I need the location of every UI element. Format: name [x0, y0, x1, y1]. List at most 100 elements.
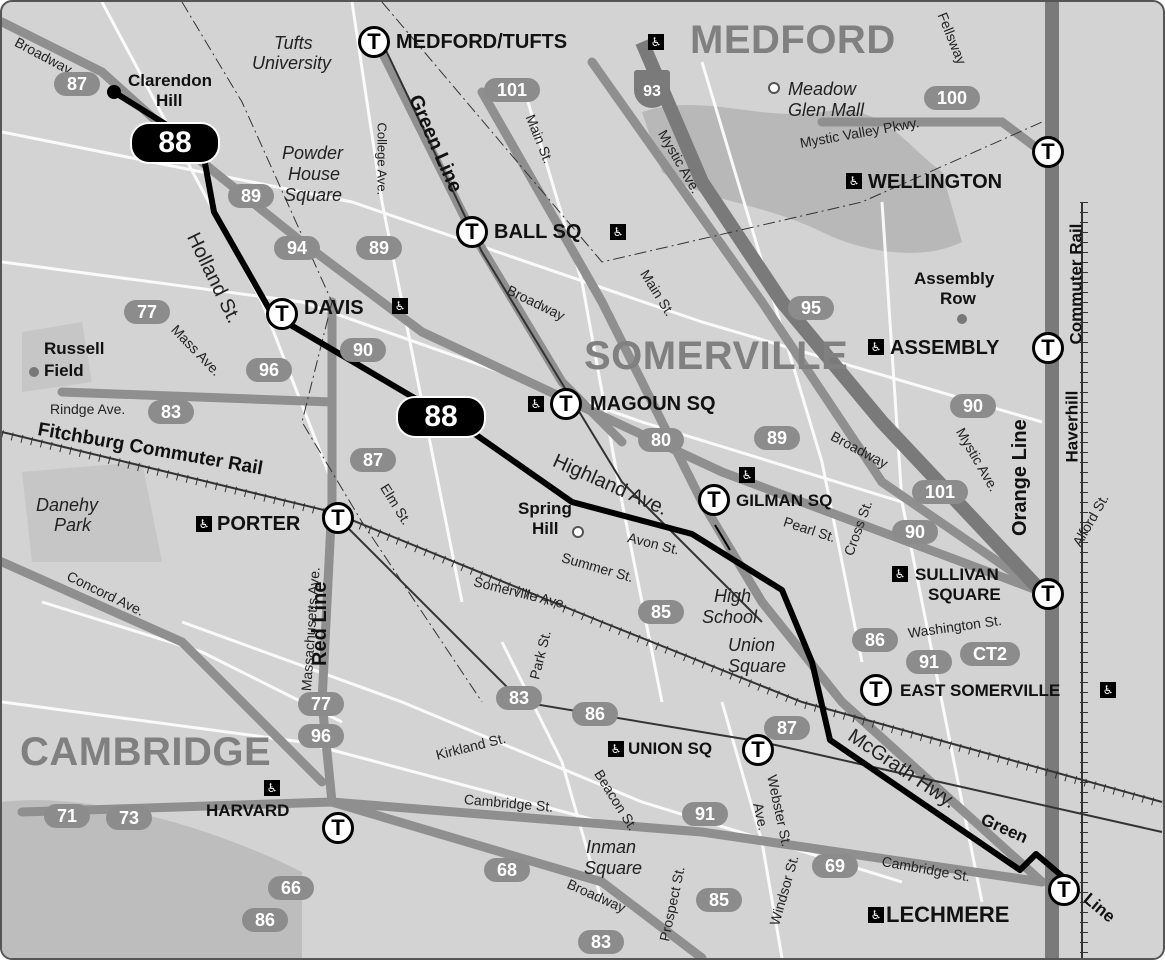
accessible-icon: ♿	[264, 780, 280, 796]
station-icon[interactable]: T	[550, 388, 582, 420]
street-college: College Ave.	[374, 122, 390, 196]
station-icon[interactable]: T	[698, 484, 730, 516]
station-icon[interactable]: T	[322, 502, 354, 534]
station-lechmere[interactable]: LECHMERE	[886, 902, 1010, 927]
station-icon[interactable]: T	[1032, 332, 1064, 364]
station-sullivan-line1[interactable]: SULLIVAN	[915, 565, 999, 584]
station-icon[interactable]: T	[456, 216, 488, 248]
route-shield-86[interactable]: 86	[242, 908, 288, 932]
place-meadow-glen-2: Glen Mall	[788, 100, 865, 120]
route-shield-90[interactable]: 90	[950, 394, 996, 418]
place-danehy-2: Park	[54, 515, 92, 535]
route-shield-71[interactable]: 71	[44, 804, 90, 828]
route-shield-90[interactable]: 90	[892, 520, 938, 544]
route-shield-68[interactable]: 68	[484, 858, 530, 882]
route-shield-86[interactable]: 86	[572, 702, 618, 726]
accessible-icon: ♿	[528, 396, 544, 412]
high-school-pointer	[714, 524, 731, 551]
station-icon[interactable]: T	[860, 674, 892, 706]
place-danehy-1: Danehy	[36, 495, 99, 515]
place-assembly-row-1: Assembly	[914, 269, 995, 288]
boundaries	[181, 2, 1043, 703]
station-wellington[interactable]: WELLINGTON	[868, 171, 1003, 193]
route-shield-77[interactable]: 77	[298, 692, 344, 716]
station-east-somerville[interactable]: EAST SOMERVILLE	[900, 681, 1061, 700]
route-shield-73[interactable]: 73	[106, 806, 152, 830]
station-icon[interactable]: T	[322, 812, 354, 844]
accessible-icon: ♿	[1100, 682, 1116, 698]
route-88-shield-mid[interactable]: 88	[396, 396, 486, 438]
route-shield-87[interactable]: 87	[764, 716, 810, 740]
route-shield-86[interactable]: 86	[852, 628, 898, 652]
route-shield-94[interactable]: 94	[274, 236, 320, 260]
label-orange-line: Orange Line	[1009, 419, 1031, 536]
station-harvard[interactable]: HARVARD	[206, 801, 290, 820]
route-shield-87[interactable]: 87	[54, 72, 100, 96]
accessible-icon: ♿	[648, 34, 664, 50]
route-shield-91[interactable]: 91	[906, 650, 952, 674]
accessible-icon: ♿	[846, 173, 862, 189]
route-shield-101[interactable]: 101	[484, 78, 540, 102]
route-shield-ct2[interactable]: CT2	[960, 642, 1020, 666]
station-icon[interactable]: T	[266, 298, 298, 330]
place-clarendon-hill-2: Hill	[156, 91, 183, 110]
station-icon[interactable]: T	[1048, 874, 1080, 906]
place-spring-hill-2: Hill	[532, 519, 559, 538]
accessible-icon: ♿	[739, 467, 755, 483]
station-porter[interactable]: PORTER	[217, 513, 301, 535]
place-high-school-1: High	[714, 586, 752, 606]
route-shield-90[interactable]: 90	[340, 338, 386, 362]
station-icon[interactable]: T	[1032, 136, 1064, 168]
route-shield-66[interactable]: 66	[268, 876, 314, 900]
station-davis[interactable]: DAVIS	[304, 297, 364, 319]
route-shield-95[interactable]: 95	[788, 296, 834, 320]
station-magoun-sq[interactable]: MAGOUN SQ	[590, 393, 716, 415]
place-union-square-2: Square	[728, 656, 787, 676]
route-shield-101[interactable]: 101	[912, 480, 968, 504]
place-assembly-row-2: Row	[940, 289, 976, 308]
place-powder-house-1: Powder	[282, 143, 344, 163]
station-sullivan-line2[interactable]: SQUARE	[928, 585, 1001, 604]
accessible-icon: ♿	[392, 298, 408, 314]
route-shield-87[interactable]: 87	[350, 448, 396, 472]
station-ball-sq[interactable]: BALL SQ	[494, 221, 582, 243]
route-shield-96[interactable]: 96	[246, 358, 292, 382]
route-shield-89[interactable]: 89	[228, 184, 274, 208]
place-union-square-1: Union	[728, 635, 776, 655]
route-shield-83[interactable]: 83	[148, 400, 194, 424]
area-somerville: SOMERVILLE	[584, 334, 849, 378]
route-shield-91[interactable]: 91	[682, 802, 728, 826]
clarendon-hill-terminal	[107, 85, 121, 99]
station-union-sq[interactable]: UNION SQ	[628, 739, 713, 758]
route-shield-85[interactable]: 85	[638, 600, 684, 624]
route-88-shield-north[interactable]: 88	[130, 122, 220, 164]
route-shield-80[interactable]: 80	[638, 428, 684, 452]
major-roads	[2, 17, 1047, 958]
accessible-icon: ♿	[868, 907, 884, 923]
station-medford-tufts[interactable]: MEDFORD/TUFTS	[396, 31, 568, 53]
route-shield-89[interactable]: 89	[754, 426, 800, 450]
station-assembly[interactable]: ASSEMBLY	[890, 337, 1000, 359]
route-shield-77[interactable]: 77	[124, 300, 170, 324]
station-icon[interactable]: T	[1032, 578, 1064, 610]
route-shield-96[interactable]: 96	[298, 724, 344, 748]
route-shield-100[interactable]: 100	[924, 86, 980, 110]
route-shield-83[interactable]: 83	[578, 930, 624, 954]
accessible-icon: ♿	[892, 566, 908, 582]
label-haverhill: Haverhill	[1062, 390, 1082, 463]
route-shield-85[interactable]: 85	[696, 888, 742, 912]
route-shield-89[interactable]: 89	[356, 236, 402, 260]
route-shield-83[interactable]: 83	[496, 686, 542, 710]
place-tufts-1: Tufts	[274, 33, 313, 53]
station-icon[interactable]: T	[742, 734, 774, 766]
station-icon[interactable]: T	[358, 26, 390, 58]
street-rindge: Rindge Ave.	[50, 401, 126, 417]
place-powder-house-3: Square	[284, 185, 343, 205]
place-high-school-2: School	[702, 607, 758, 627]
route-shield-69[interactable]: 69	[812, 854, 858, 878]
station-gilman-sq[interactable]: GILMAN SQ	[736, 491, 833, 510]
accessible-icon: ♿	[608, 741, 624, 757]
place-meadow-glen-1: Meadow	[788, 79, 857, 99]
area-medford: MEDFORD	[690, 18, 896, 62]
